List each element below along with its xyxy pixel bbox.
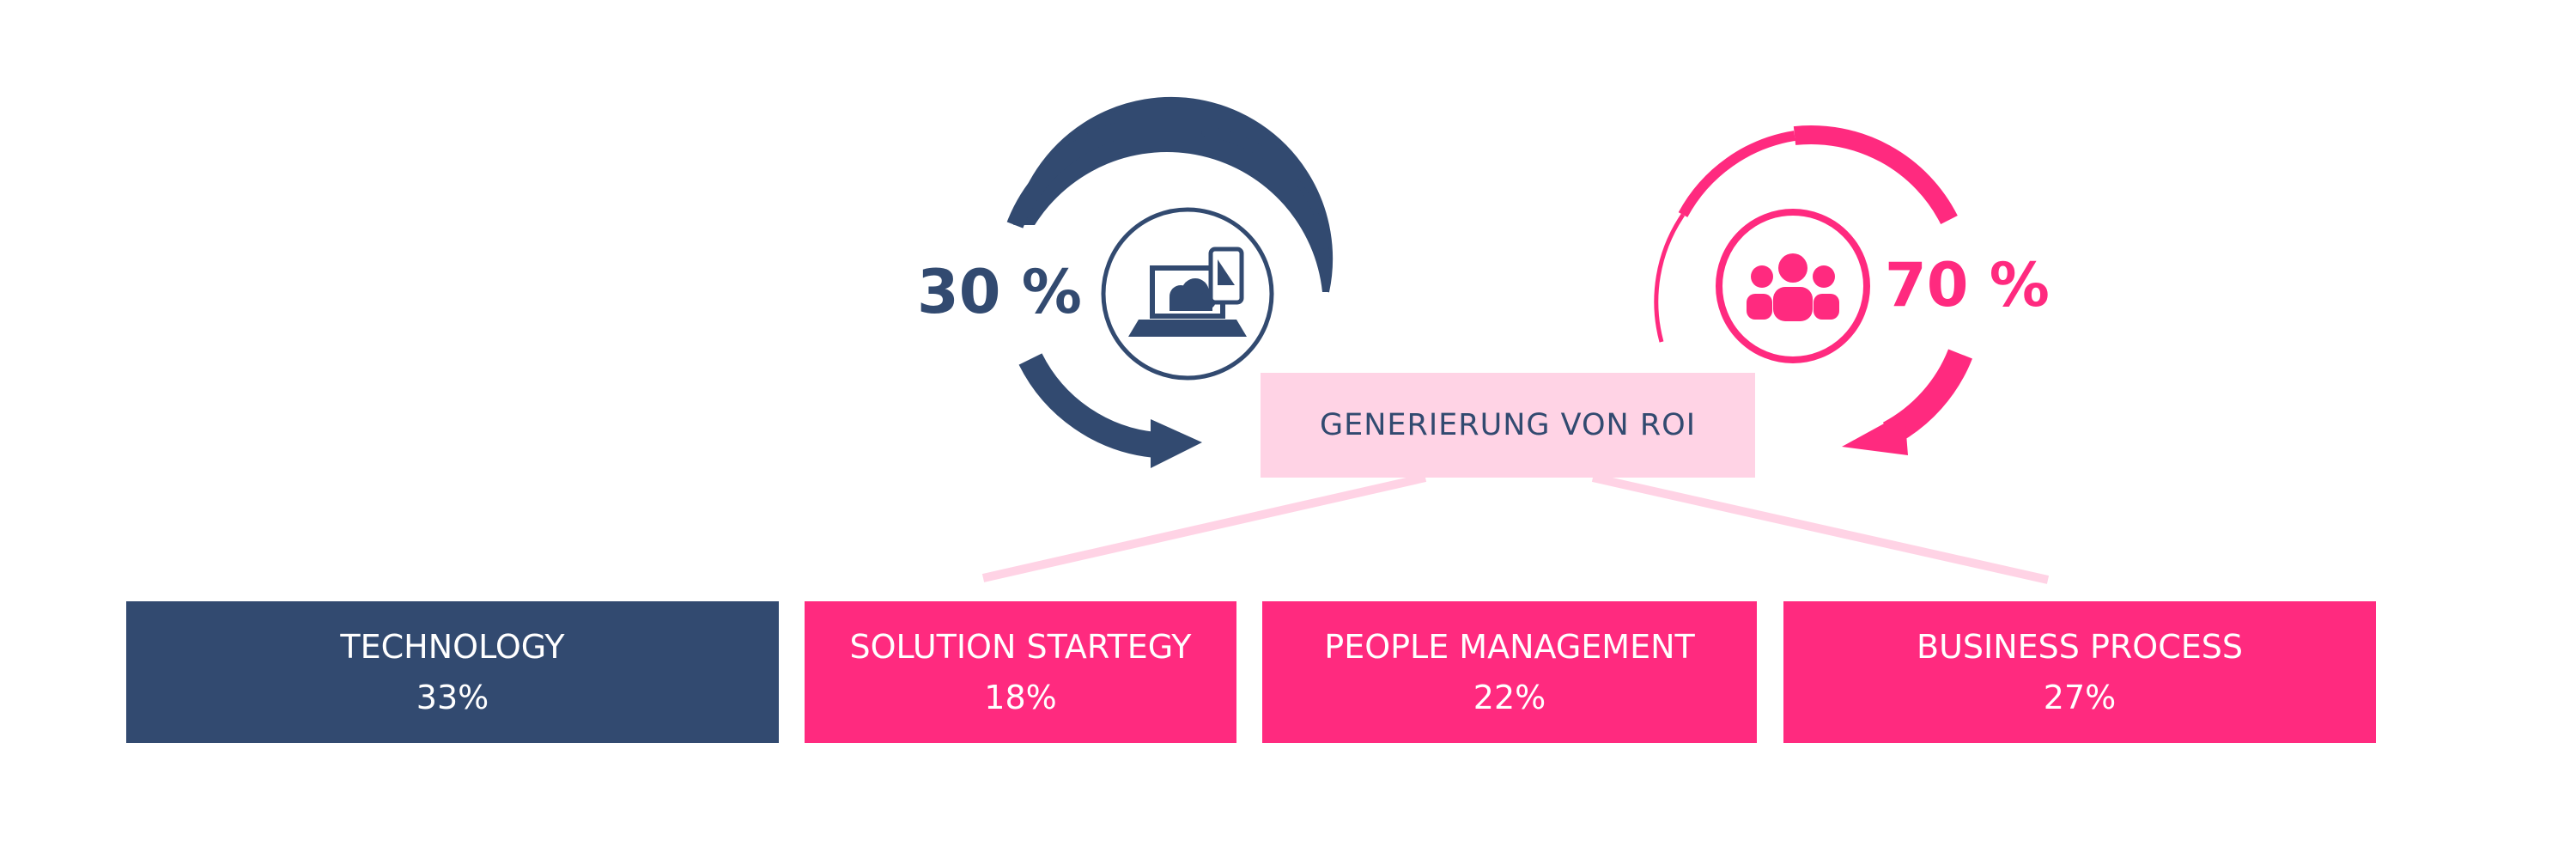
- category-people-management: PEOPLE MANAGEMENT 22%: [1262, 601, 1757, 743]
- category-name: BUSINESS PROCESS: [1917, 627, 2243, 666]
- connector-line-left: [981, 473, 1427, 582]
- category-value: 22%: [1473, 678, 1546, 716]
- connector-line-right: [1591, 473, 2050, 584]
- icon-circle-right: [1716, 209, 1870, 363]
- technology-percent-label: 30 %: [917, 257, 1082, 327]
- roi-box-label: GENERIERUNG VON ROI: [1319, 408, 1697, 442]
- category-technology: TECHNOLOGY 33%: [126, 601, 779, 743]
- category-name: PEOPLE MANAGEMENT: [1324, 627, 1695, 666]
- category-name: SOLUTION STARTEGY: [849, 627, 1192, 666]
- category-name: TECHNOLOGY: [340, 627, 565, 666]
- category-solution-strategy: SOLUTION STARTEGY 18%: [805, 601, 1236, 743]
- people-cycle: [1654, 125, 1972, 455]
- roi-box: GENERIERUNG VON ROI: [1261, 373, 1755, 478]
- arrow-head-left: [1151, 419, 1202, 468]
- category-value: 33%: [416, 678, 489, 716]
- category-business-process: BUSINESS PROCESS 27%: [1783, 601, 2376, 743]
- people-group-icon: [1747, 253, 1839, 321]
- people-percent-label: 70 %: [1885, 250, 2050, 320]
- technology-cycle: [1006, 96, 1334, 468]
- laptop-cloud-phone-icon: [1128, 247, 1247, 337]
- category-value: 27%: [2043, 678, 2117, 716]
- cycle-arc-top-right: [1793, 125, 1958, 225]
- cycle-arc-bottom-left: [1018, 353, 1157, 458]
- category-value: 18%: [984, 678, 1057, 716]
- arrow-head-right: [1842, 412, 1908, 455]
